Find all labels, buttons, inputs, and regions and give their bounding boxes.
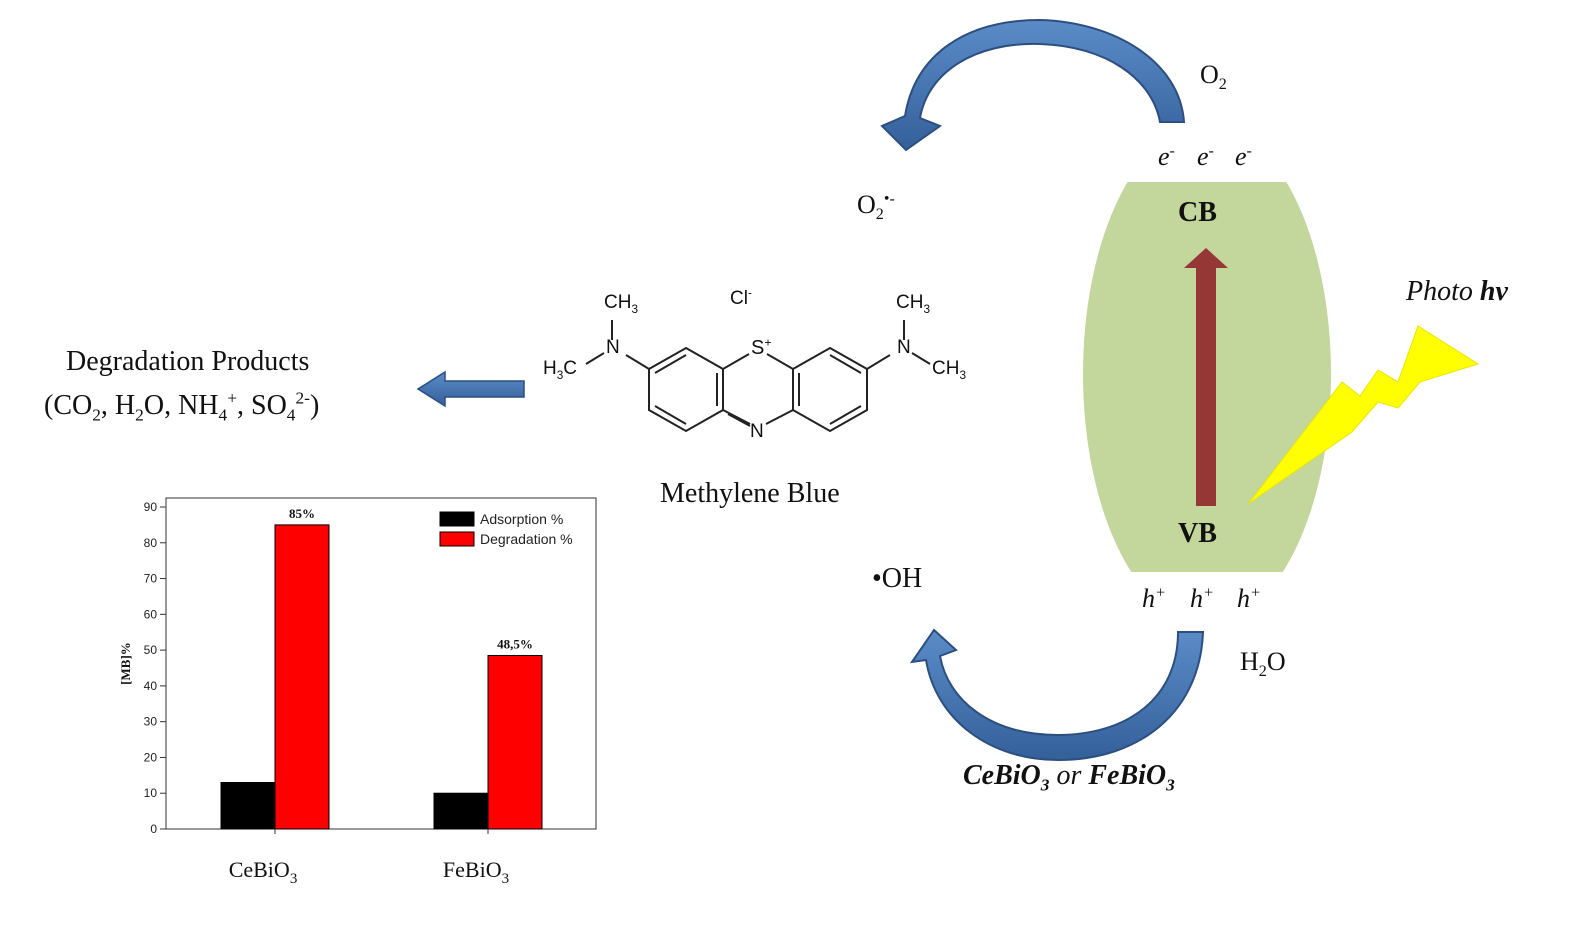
catalyst-caption: CeBiO3 or FeBiO3 bbox=[963, 760, 1175, 795]
y-tick-label: 40 bbox=[144, 679, 158, 693]
superoxide-label: O2•- bbox=[857, 190, 895, 224]
hydroxyl-radical-label: •OH bbox=[872, 563, 923, 594]
bar-adsorption bbox=[220, 781, 276, 830]
y-tick-label: 20 bbox=[144, 750, 158, 764]
y-axis-label: [MB]% bbox=[118, 642, 133, 685]
valence-band-label: VB bbox=[1178, 518, 1217, 549]
y-tick-label: 10 bbox=[144, 786, 158, 800]
amine-left-n-label: N bbox=[606, 337, 620, 358]
electron-label: e- bbox=[1235, 142, 1252, 171]
ring-sulfur-label: S+ bbox=[751, 335, 772, 359]
legend-label: Degradation % bbox=[480, 531, 573, 547]
o2-label: O2 bbox=[1200, 60, 1227, 94]
conduction-band-label: CB bbox=[1178, 197, 1217, 228]
reduction-cycle-arrow bbox=[880, 18, 1186, 152]
y-tick-label: 50 bbox=[144, 643, 158, 657]
methylene-blue-structure bbox=[585, 320, 931, 433]
legend-swatch bbox=[439, 511, 475, 527]
y-tick-label: 70 bbox=[144, 572, 158, 586]
chloride-counter-ion-label: Cl- bbox=[730, 286, 752, 309]
legend-label: Adsorption % bbox=[480, 511, 563, 527]
methyl-right-label: CH3 bbox=[932, 358, 966, 382]
methyl-left-label: H3C bbox=[543, 358, 578, 382]
methyl-top-left-label: CH3 bbox=[604, 292, 638, 316]
y-tick-label: 90 bbox=[144, 500, 158, 514]
bar-degradation bbox=[487, 654, 543, 830]
category-label: CeBiO3 bbox=[229, 857, 298, 887]
y-tick-label: 60 bbox=[144, 607, 158, 621]
y-tick-label: 30 bbox=[144, 715, 158, 729]
y-tick-label: 80 bbox=[144, 536, 158, 550]
legend-swatch bbox=[439, 531, 475, 547]
oxidation-cycle-arrow bbox=[909, 628, 1205, 762]
water-label: H2O bbox=[1240, 647, 1286, 681]
bar-data-label: 48,5% bbox=[497, 636, 533, 651]
electron-label: e- bbox=[1158, 142, 1175, 171]
lightning-bolt-icon bbox=[1247, 325, 1480, 505]
hole-label: h+ bbox=[1142, 584, 1166, 613]
electron-label: e- bbox=[1197, 142, 1214, 171]
molecule-name-label: Methylene Blue bbox=[660, 478, 840, 509]
amine-right-n-label: N bbox=[897, 337, 911, 358]
hole-label: h+ bbox=[1190, 584, 1214, 613]
bar-adsorption bbox=[433, 792, 489, 830]
degradation-products-title: Degradation Products bbox=[66, 346, 310, 377]
category-label: FeBiO3 bbox=[443, 857, 509, 887]
products-arrow bbox=[416, 370, 525, 408]
photo-hv-label: Photo hv bbox=[1406, 276, 1508, 307]
excitation-arrow bbox=[1184, 248, 1228, 506]
bar-data-label: 85% bbox=[289, 506, 315, 521]
plot-frame bbox=[165, 497, 597, 830]
degradation-products-list: (CO2, H2O, NH4+, SO42-) bbox=[44, 388, 320, 425]
hole-label: h+ bbox=[1237, 584, 1261, 613]
ring-nitrogen-label: N bbox=[750, 421, 764, 442]
y-tick-label: 0 bbox=[150, 822, 157, 836]
methyl-top-right-label: CH3 bbox=[896, 292, 930, 316]
bar-degradation bbox=[274, 524, 330, 830]
